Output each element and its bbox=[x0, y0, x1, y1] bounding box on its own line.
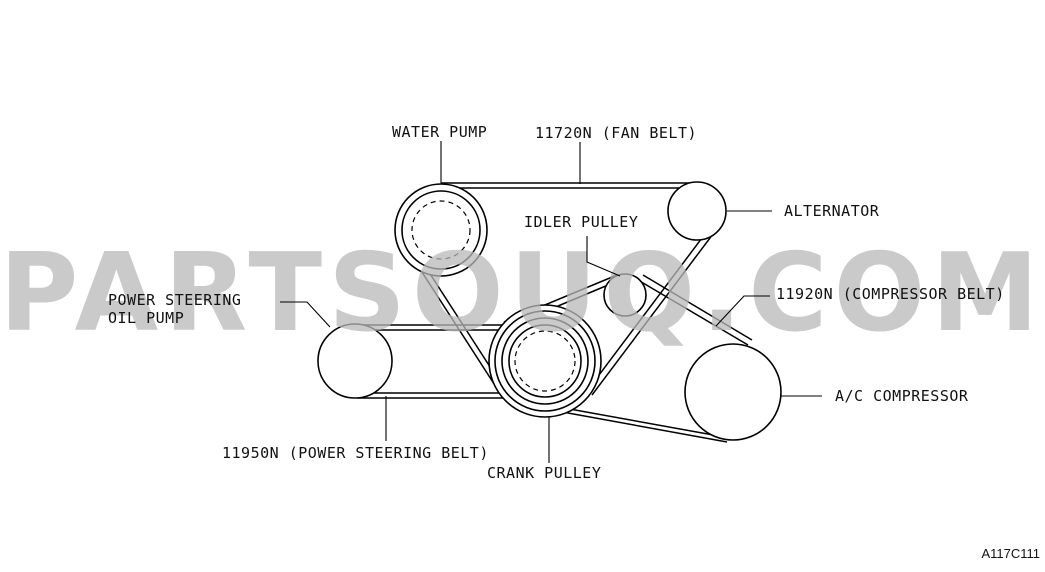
water-pump-label: WATER PUMP bbox=[392, 123, 487, 141]
idler-pulley bbox=[603, 273, 647, 317]
power-steering-belt-label: 11950N (POWER STEERING BELT) bbox=[222, 444, 489, 462]
power-steering-pump-pulley bbox=[317, 323, 393, 399]
water-pump-pulley bbox=[394, 183, 488, 277]
idler-pulley-label: IDLER PULLEY bbox=[524, 213, 638, 231]
watermark: PARTSOUQ.COM bbox=[0, 231, 1045, 356]
power-steering-pump-label-line2: OIL PUMP bbox=[108, 309, 184, 327]
power-steering-pump-label-line1: POWER STEERING bbox=[108, 291, 241, 309]
ac-compressor-label: A/C COMPRESSOR bbox=[835, 387, 969, 405]
crank-pulley-label: CRANK PULLEY bbox=[487, 464, 601, 482]
compressor-belt-label: 11920N (COMPRESSOR BELT) bbox=[776, 285, 1005, 303]
leader-lines bbox=[280, 141, 822, 463]
crank-pulley bbox=[488, 304, 602, 418]
alternator-pulley bbox=[667, 181, 727, 241]
ac-compressor-pulley bbox=[684, 343, 782, 441]
fan-belt-label: 11720N (FAN BELT) bbox=[535, 124, 697, 142]
alternator-label: ALTERNATOR bbox=[784, 202, 880, 220]
diagram-code: A117C111 bbox=[981, 546, 1040, 561]
